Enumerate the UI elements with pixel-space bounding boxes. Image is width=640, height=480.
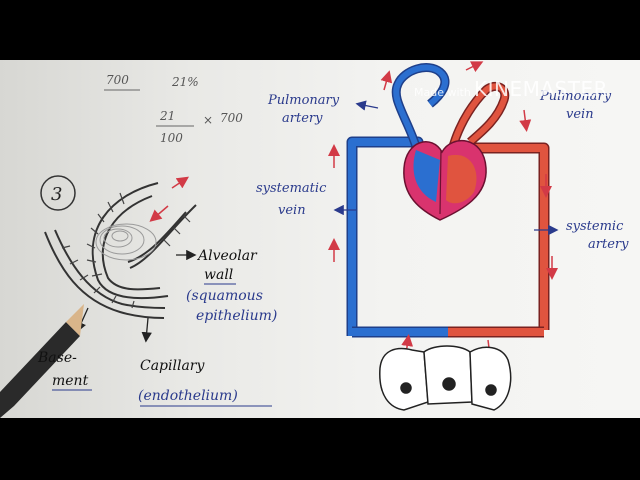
heart-right-side: [413, 150, 440, 202]
swirl-scribble: [95, 223, 157, 261]
circulation-diagram: [328, 61, 559, 411]
label-pulmonary-artery-2: artery: [282, 111, 323, 126]
math-percent: 21%: [171, 75, 199, 89]
circulation-labels: Pulmonary artery Pulmonary vein systemat…: [256, 89, 629, 252]
label-basement-1: Base-: [37, 350, 77, 366]
math-fraction-den: 100: [160, 131, 183, 145]
capillary-pointer: [141, 317, 152, 343]
label-pointers: [333, 100, 559, 236]
pulmonary-artery-vessel: [393, 64, 448, 161]
math-700: 700: [106, 73, 129, 87]
alveolus-sketch: 3: [0, 175, 197, 418]
watermark-brand: KINEMASTER: [474, 77, 608, 101]
diagram-number: 3: [51, 184, 62, 205]
math-calculation: 700 21% 21 100 × 700: [104, 73, 243, 145]
label-squamous: (squamous: [186, 288, 263, 304]
math-fraction-num: 21: [159, 109, 175, 123]
kinemaster-watermark: Made with KINEMASTER: [414, 77, 608, 101]
red-arrow-in: [149, 205, 169, 222]
alveolar-wall-layers: [44, 182, 197, 319]
whiteboard-paper: [0, 60, 640, 418]
number-circle: [40, 175, 76, 211]
label-pulmonary-artery-1: Pulmonary: [267, 93, 340, 108]
label-systemic-artery-1: systemic: [566, 219, 624, 234]
label-capillary: Capillary: [140, 358, 205, 374]
label-endothelium: (endothelium): [138, 388, 238, 404]
red-arrow-out: [171, 176, 189, 189]
watermark-prefix: Made with: [414, 86, 471, 99]
label-systemic-vein-1: systematic: [256, 181, 327, 196]
label-alveolar: Alveolar: [196, 248, 258, 264]
label-basement-2: ment: [52, 373, 89, 389]
heart-left-side: [446, 154, 477, 204]
math-times: ×: [203, 113, 213, 127]
letterbox-top: [0, 0, 640, 60]
math-multiplier: 700: [220, 111, 243, 125]
label-pulmonary-vein-1: Pulmonary: [539, 89, 612, 104]
label-wall: wall: [204, 267, 233, 283]
label-systemic-artery-2: artery: [588, 237, 629, 252]
label-pulmonary-vein-2: vein: [566, 107, 594, 122]
pulmonary-vein-vessel: [449, 83, 508, 151]
letterbox-bottom: [0, 418, 640, 480]
label-systemic-vein-2: vein: [278, 203, 306, 218]
alveolus-labels: Alveolar wall (squamous epithelium) Base…: [37, 248, 277, 407]
body-tissue-cells: [379, 345, 512, 411]
cell-hatching: [61, 192, 191, 309]
pencil-icon: [0, 304, 84, 418]
label-epithelium: epithelium): [196, 308, 277, 324]
